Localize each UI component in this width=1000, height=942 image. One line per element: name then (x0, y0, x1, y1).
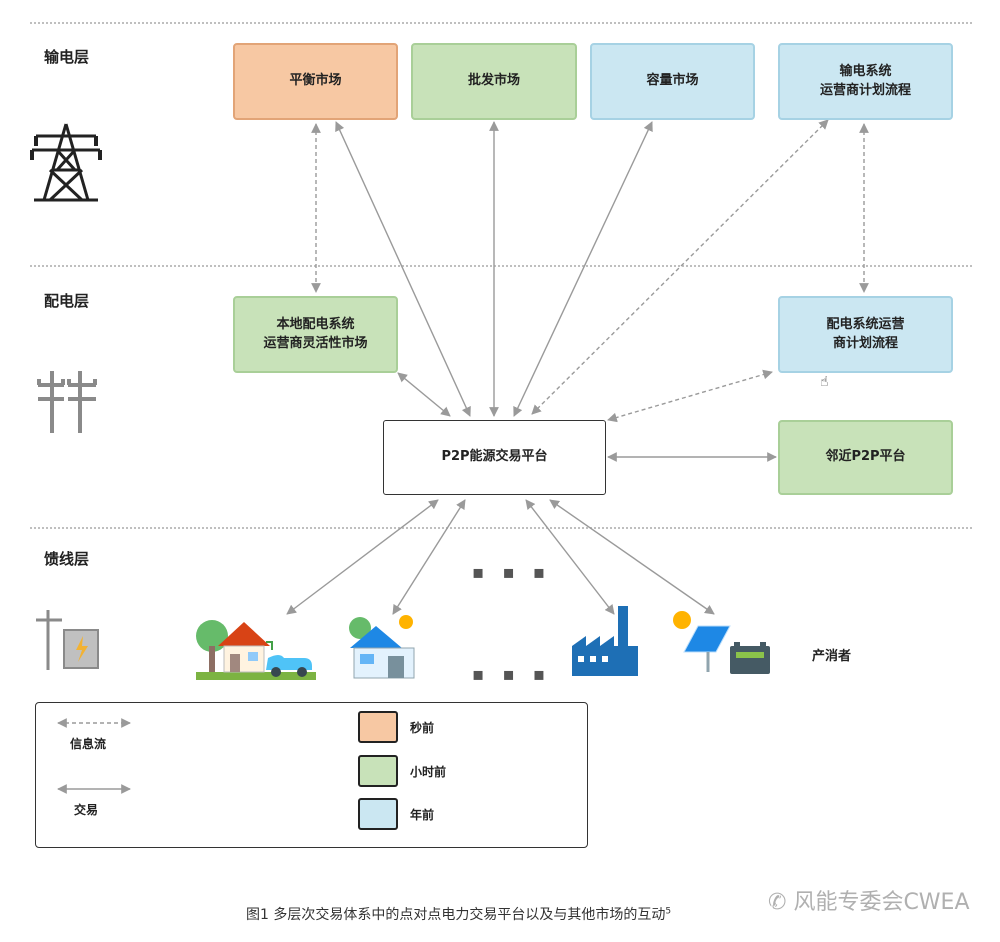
seconds-ahead-label: 秒前 (410, 721, 435, 735)
prosumer-label: 产消者 (812, 649, 852, 664)
years-ahead-label: 年前 (410, 808, 435, 822)
dso-flexibility-market-box: 本地配电系统 运营商灵活性市场 (233, 296, 398, 373)
p2p-platform-box: P2P能源交易平台 (383, 420, 606, 495)
transmission-tower-icon (30, 123, 102, 202)
balancing-market-box: 平衡市场 (233, 43, 398, 120)
feeder-transformer-icon (36, 610, 99, 670)
factory-icon (572, 606, 638, 676)
watermark-text: 风能专委会CWEA (793, 890, 970, 915)
neighbor-p2p-platform-box: 邻近P2P平台 (778, 420, 953, 495)
info-flow-legend-arrow (57, 718, 131, 728)
transmission-layer-label: 输电层 (44, 48, 90, 66)
trade-p2p-factory (525, 499, 615, 615)
house-ev-icon (196, 620, 316, 680)
house-solar-icon (349, 615, 415, 679)
trade-legend-label: 交易 (74, 803, 99, 817)
info-flow-legend-label: 信息流 (70, 737, 107, 751)
trade-p2p-house-solar (392, 499, 466, 615)
legend-box: 信息流 交易 秒前 小时前 年前 (35, 702, 588, 848)
distribution-layer-label: 配电层 (44, 292, 90, 310)
trade-p2p-balancing (335, 121, 471, 417)
tso-planning-box: 输电系统 运营商计划流程 (778, 43, 953, 120)
caption-superscript: 5 (665, 906, 672, 917)
top-separator (30, 22, 972, 24)
info-flow-p2p-dso (607, 369, 773, 423)
wechat-icon: ✆ (768, 890, 794, 915)
transmission-distribution-separator (30, 265, 972, 267)
figure-caption: 图1 多层次交易体系中的点对点电力交易平台以及与其他市场的互动5 (246, 904, 671, 924)
ellipsis-lower: ▪ ▪ ▪ (472, 664, 552, 685)
distribution-pole-icon (37, 371, 97, 433)
trade-legend-arrow (57, 784, 131, 794)
ellipsis-upper: ▪ ▪ ▪ (472, 562, 552, 583)
feeder-layer-label: 馈线层 (44, 550, 90, 568)
solar-battery-icon (673, 611, 770, 674)
trade-p2p-dso-flex (397, 372, 451, 417)
capacity-market-box: 容量市场 (590, 43, 755, 120)
seconds-ahead-swatch (358, 711, 398, 743)
trade-p2p-house-ev (286, 499, 439, 615)
watermark: ✆ 风能专委会CWEA (768, 884, 970, 916)
trade-p2p-capacity (513, 121, 653, 417)
dso-planning-box: 配电系统运营 商计划流程 (778, 296, 953, 373)
trade-p2p-solar-battery (549, 499, 715, 615)
caption-text: 图1 多层次交易体系中的点对点电力交易平台以及与其他市场的互动 (246, 907, 666, 923)
distribution-feeder-separator (30, 527, 972, 529)
years-ahead-swatch (358, 798, 398, 830)
hours-ahead-label: 小时前 (410, 765, 447, 779)
hours-ahead-swatch (358, 755, 398, 787)
hand-cursor-icon: ☝ (820, 374, 829, 390)
wholesale-market-box: 批发市场 (411, 43, 577, 120)
